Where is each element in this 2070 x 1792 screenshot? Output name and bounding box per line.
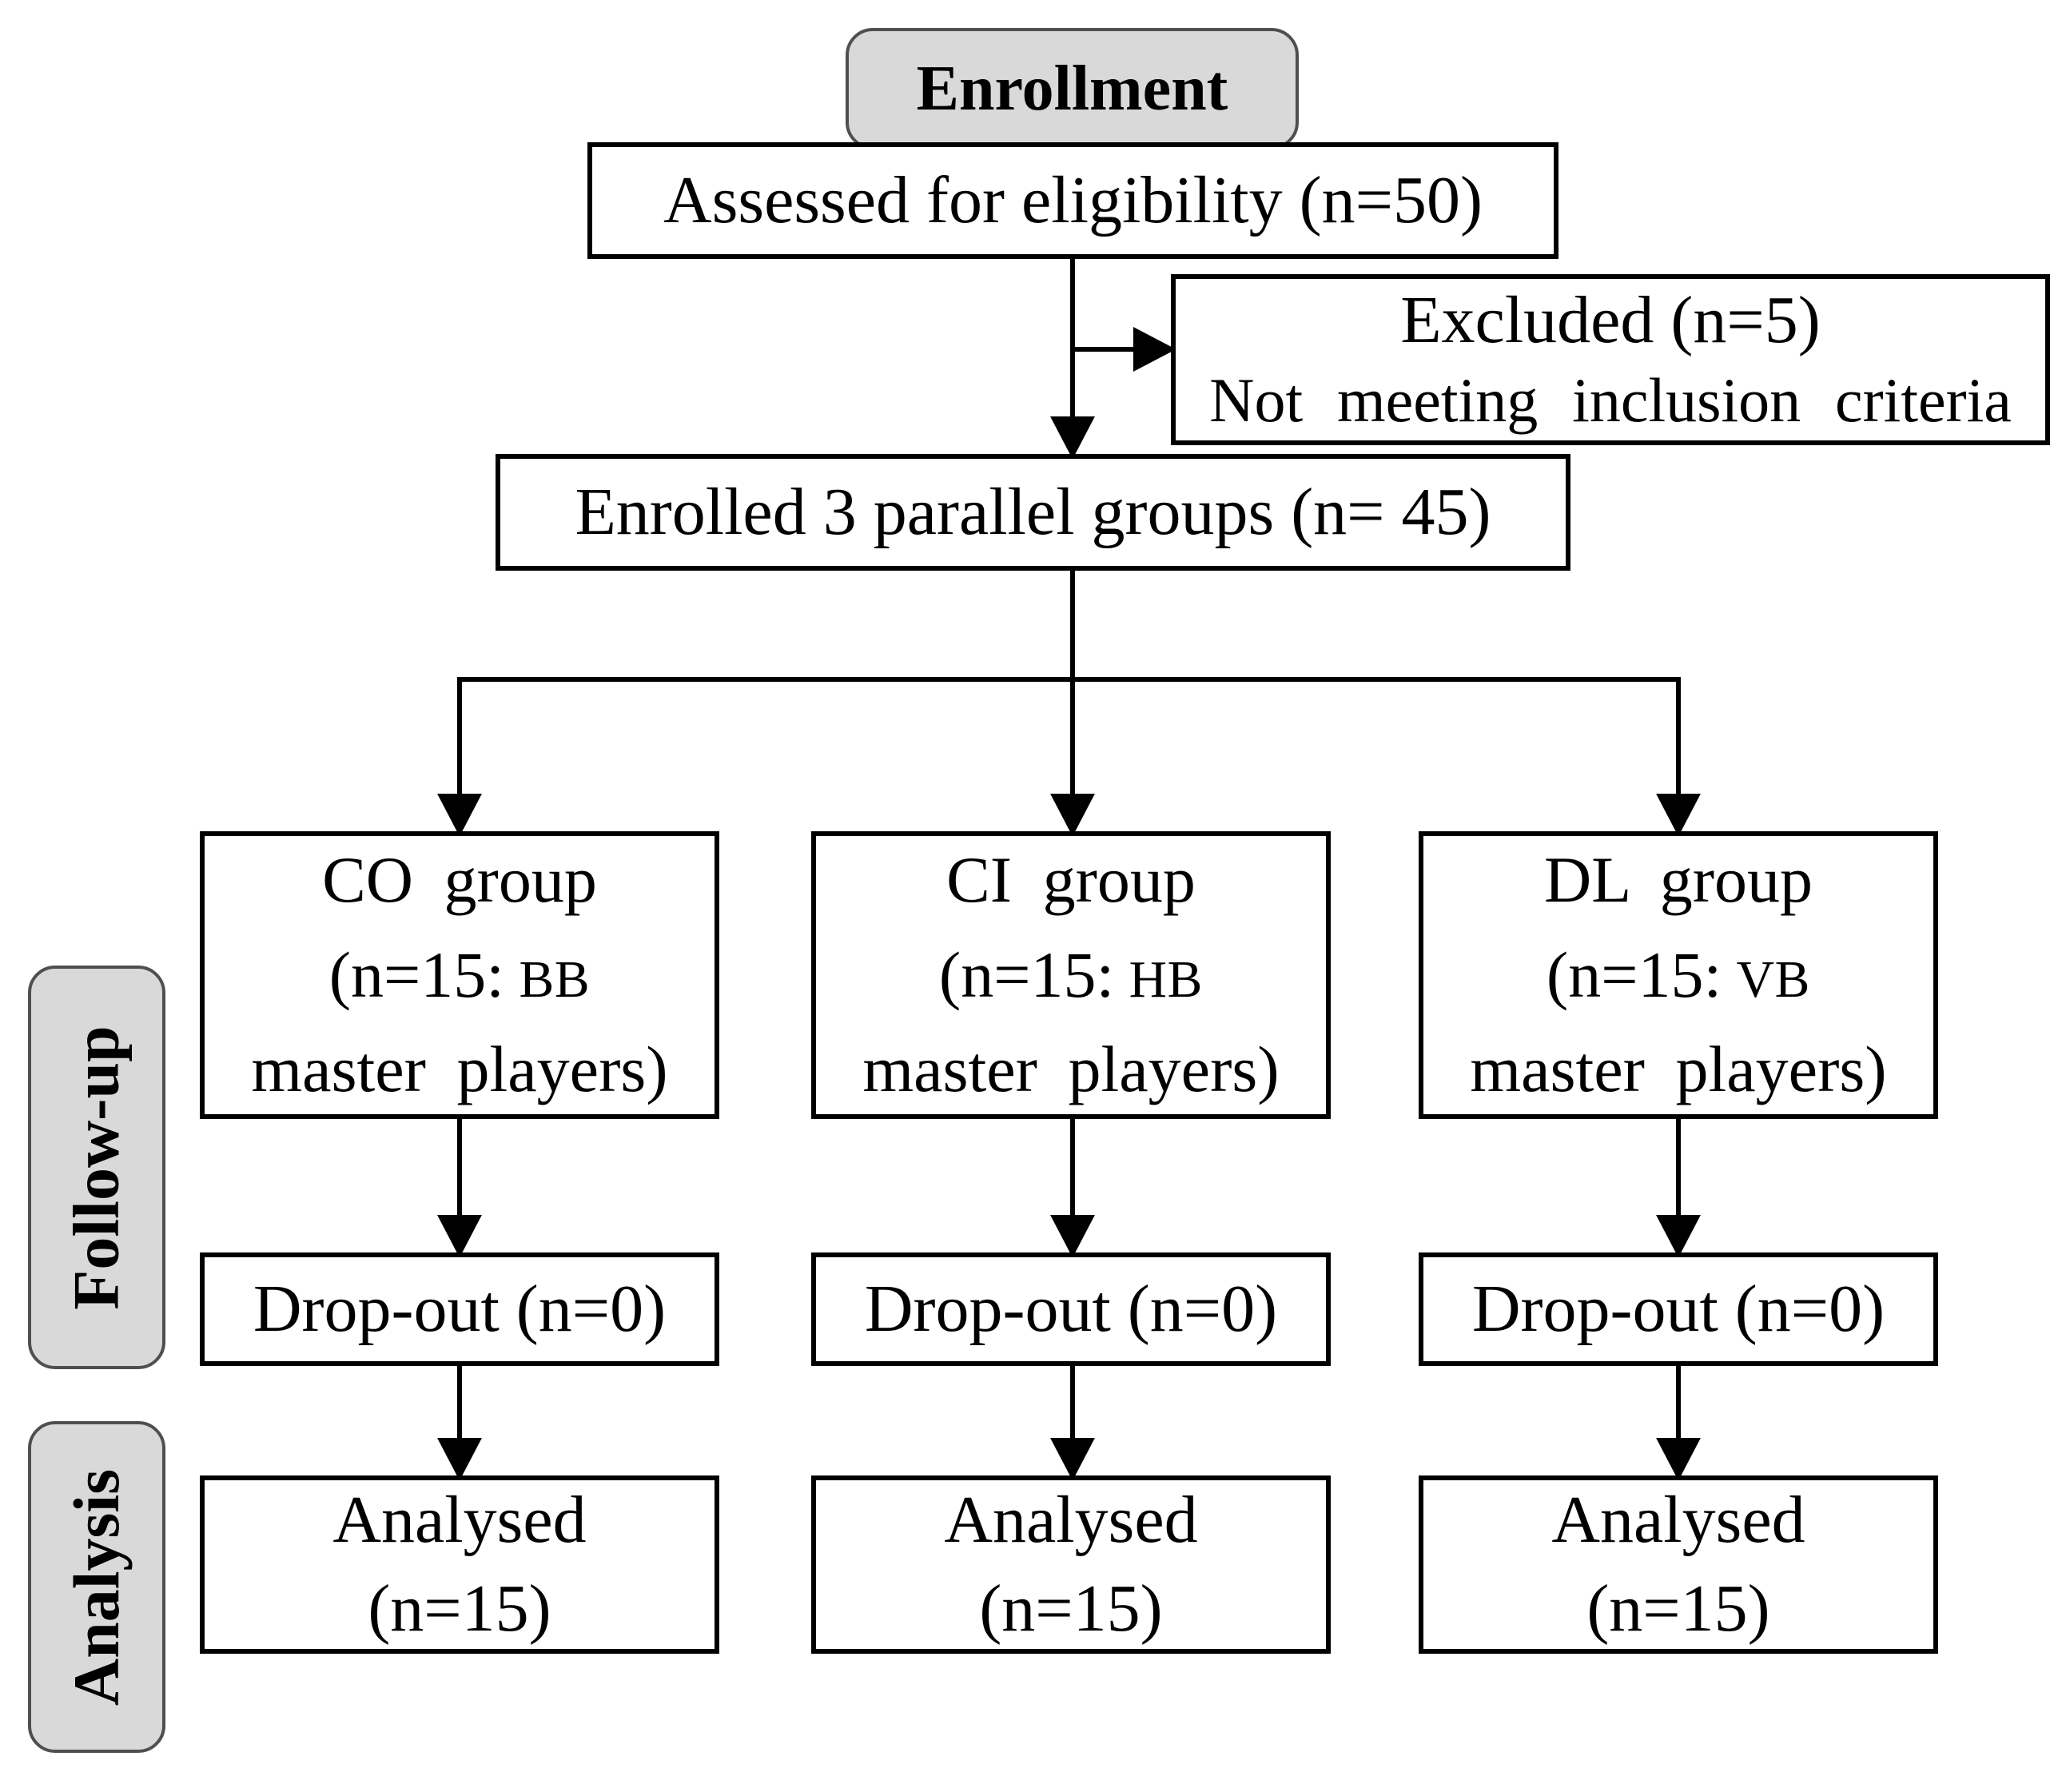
excluded-line1: Excluded (n=5) <box>1400 282 1821 357</box>
dropout-box-ci: Drop-out (n=0) <box>811 1252 1331 1366</box>
stage-label-enrollment-text: Enrollment <box>916 53 1228 124</box>
analysed-ci-line2: (n=15) <box>979 1571 1163 1646</box>
analysed-dl-line1: Analysed <box>1551 1482 1805 1557</box>
arrow-down-icon <box>1656 1438 1701 1481</box>
arrow-down-icon <box>1656 794 1701 837</box>
stage-label-followup-text: Follow-up <box>60 1025 133 1310</box>
group-dl-name: DL group <box>1543 842 1813 916</box>
group-ci-abbr: HB <box>1129 950 1204 1009</box>
stage-label-enrollment: Enrollment <box>846 28 1299 149</box>
arrow-down-icon <box>1050 1215 1095 1258</box>
assessed-text: Assessed for eligibility (n=50) <box>663 162 1483 237</box>
arrow-down-icon <box>437 1215 482 1258</box>
dropout-co-text: Drop-out (n=0) <box>253 1271 667 1346</box>
group-box-co: CO group (n=15:BB master players) <box>200 831 719 1119</box>
analysed-box-dl: Analysed (n=15) <box>1419 1475 1938 1654</box>
group-dl-suffix: master players) <box>1470 1033 1887 1106</box>
group-ci-suffix: master players) <box>862 1033 1280 1106</box>
analysed-box-ci: Analysed (n=15) <box>811 1475 1331 1654</box>
arrow-down-icon <box>1050 1438 1095 1481</box>
arrow-down-icon <box>1656 1215 1701 1258</box>
analysed-co-line2: (n=15) <box>368 1571 551 1646</box>
group-ci-n-line: (n=15:HB <box>862 928 1279 1023</box>
dropout-box-co: Drop-out (n=0) <box>200 1252 719 1366</box>
analysed-dl-line2: (n=15) <box>1586 1571 1770 1646</box>
arrow-down-icon <box>1050 416 1095 460</box>
dropout-ci-text: Drop-out (n=0) <box>864 1271 1278 1346</box>
group-box-ci: CI group (n=15:HB master players) <box>811 831 1331 1119</box>
enrolled-text: Enrolled 3 parallel groups (n= 45) <box>575 474 1491 549</box>
group-co-n-prefix: (n=15: <box>328 938 505 1011</box>
analysed-box-co: Analysed (n=15) <box>200 1475 719 1654</box>
group-co-n-line: (n=15:BB <box>251 928 667 1023</box>
arrow-right-icon <box>1133 327 1176 372</box>
group-box-dl-text: DL group (n=15:VB master players) <box>1470 833 1886 1118</box>
arrow-down-icon <box>437 794 482 837</box>
group-dl-n-prefix: (n=15: <box>1546 938 1722 1011</box>
group-co-name: CO group <box>322 842 597 916</box>
enrolled-box: Enrolled 3 parallel groups (n= 45) <box>496 454 1570 571</box>
group-ci-name: CI group <box>946 842 1196 916</box>
group-co-suffix: master players) <box>251 1033 668 1106</box>
stage-label-followup: Follow-up <box>28 966 165 1369</box>
excluded-line2: Not meeting inclusion criteria <box>1209 364 2012 435</box>
assessed-box: Assessed for eligibility (n=50) <box>587 142 1558 259</box>
group-box-dl: DL group (n=15:VB master players) <box>1419 831 1938 1119</box>
dropout-dl-text: Drop-out (n=0) <box>1471 1271 1885 1346</box>
group-ci-n-prefix: (n=15: <box>938 938 1115 1011</box>
arrow-down-icon <box>1050 794 1095 837</box>
group-dl-n-line: (n=15:VB <box>1470 928 1886 1023</box>
analysed-ci-line1: Analysed <box>944 1482 1198 1557</box>
group-box-co-text: CO group (n=15:BB master players) <box>251 833 667 1118</box>
arrow-down-icon <box>437 1438 482 1481</box>
dropout-box-dl: Drop-out (n=0) <box>1419 1252 1938 1366</box>
group-dl-abbr: VB <box>1736 950 1811 1009</box>
excluded-box: Excluded (n=5) Not meeting inclusion cri… <box>1171 274 2050 445</box>
stage-label-analysis-text: Analysis <box>60 1468 133 1706</box>
group-co-abbr: BB <box>519 950 591 1009</box>
group-box-ci-text: CI group (n=15:HB master players) <box>862 833 1279 1118</box>
analysed-co-line1: Analysed <box>332 1482 587 1557</box>
stage-label-analysis: Analysis <box>28 1421 165 1753</box>
